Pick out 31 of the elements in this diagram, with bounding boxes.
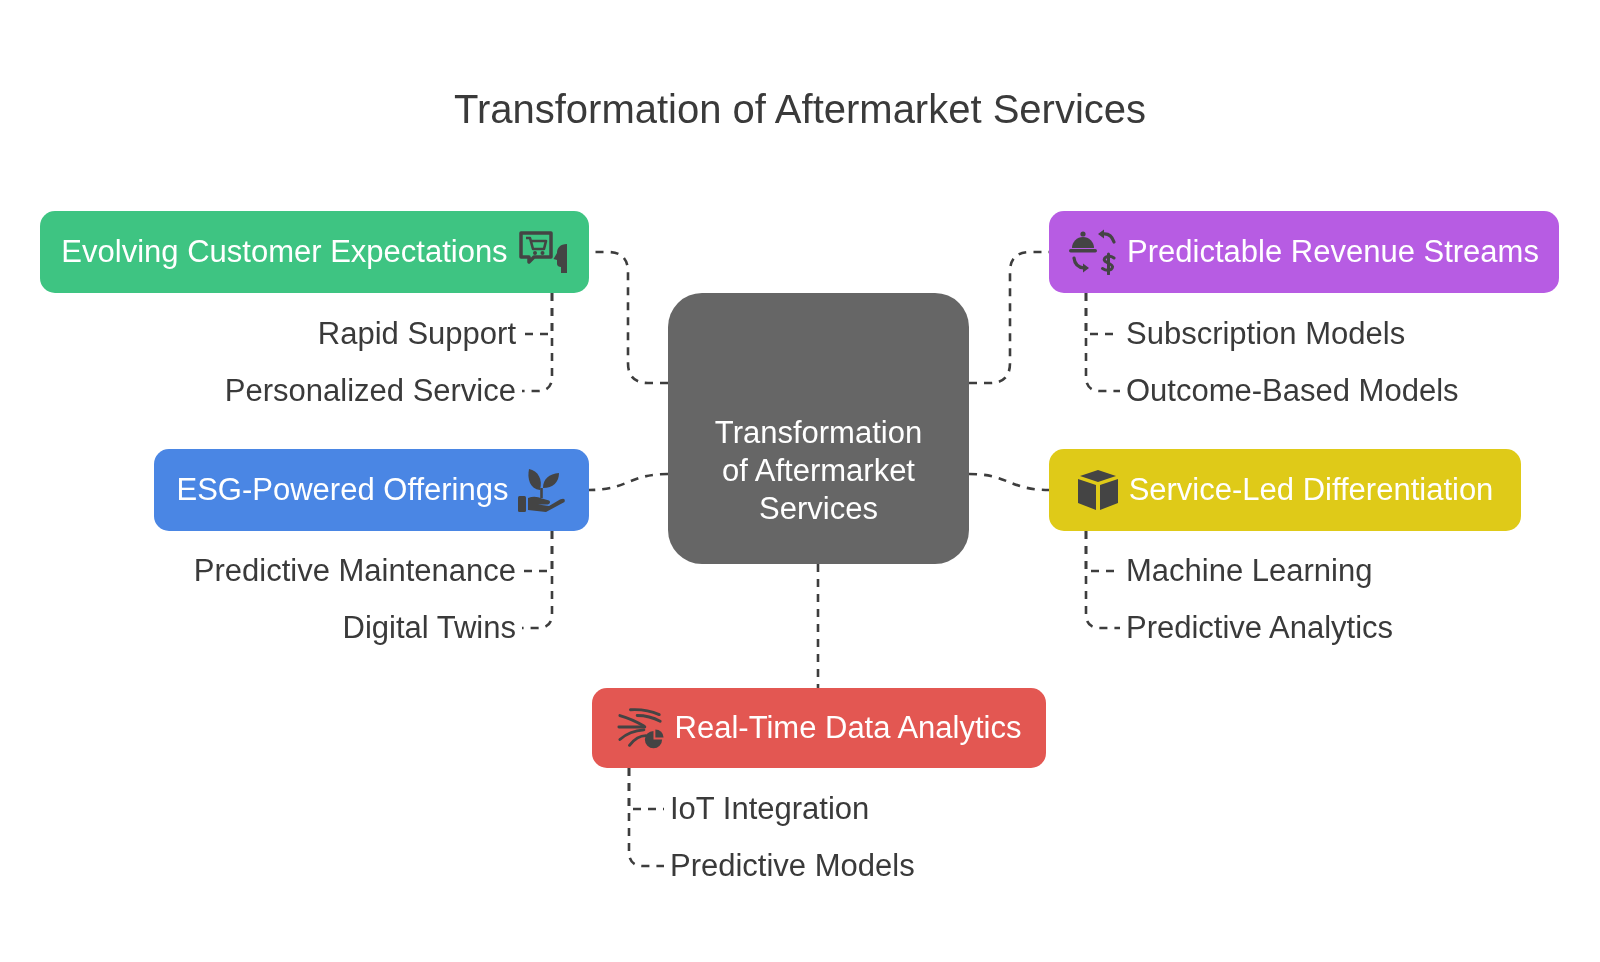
topic-label: Service-Led Differentiation <box>1128 471 1494 509</box>
dashed-connector <box>968 472 1050 492</box>
branch-label: Outcome-Based Models <box>1120 372 1465 410</box>
topic-box <box>1049 211 1559 293</box>
hub-label: Transformation of Aftermarket Services <box>713 414 924 528</box>
topic-box <box>1049 449 1521 531</box>
dashed-connector <box>522 531 554 630</box>
branch-label: Rapid Support <box>311 315 522 353</box>
branch-label: Predictive Maintenance <box>187 552 522 590</box>
branch-label: Personalized Service <box>218 372 522 410</box>
dashed-connector <box>522 293 554 393</box>
topic-label: Predictable Revenue Streams <box>1127 233 1539 271</box>
hub-box <box>668 293 969 564</box>
branch-label: Machine Learning <box>1120 552 1379 590</box>
branch-label: Subscription Models <box>1120 315 1412 353</box>
topic-box <box>154 449 589 531</box>
topic-label: Evolving Customer Expectations <box>61 233 508 271</box>
dashed-connector <box>627 768 664 868</box>
topic-label: Real-Time Data Analytics <box>674 709 1022 747</box>
topic-label: ESG-Powered Offerings <box>176 471 509 509</box>
branch-label: Predictive Analytics <box>1120 609 1400 647</box>
topic-box <box>40 211 589 293</box>
branch-label: IoT Integration <box>664 790 876 828</box>
dashed-connector <box>588 472 669 492</box>
dashed-connector <box>816 564 820 688</box>
topic-box <box>592 688 1046 768</box>
dashed-connector <box>1084 293 1120 393</box>
branch-label: Digital Twins <box>336 609 522 647</box>
diagram-title: Transformation of Aftermarket Services <box>453 86 1147 133</box>
dashed-connector <box>1084 531 1120 630</box>
branch-label: Predictive Models <box>664 847 921 885</box>
